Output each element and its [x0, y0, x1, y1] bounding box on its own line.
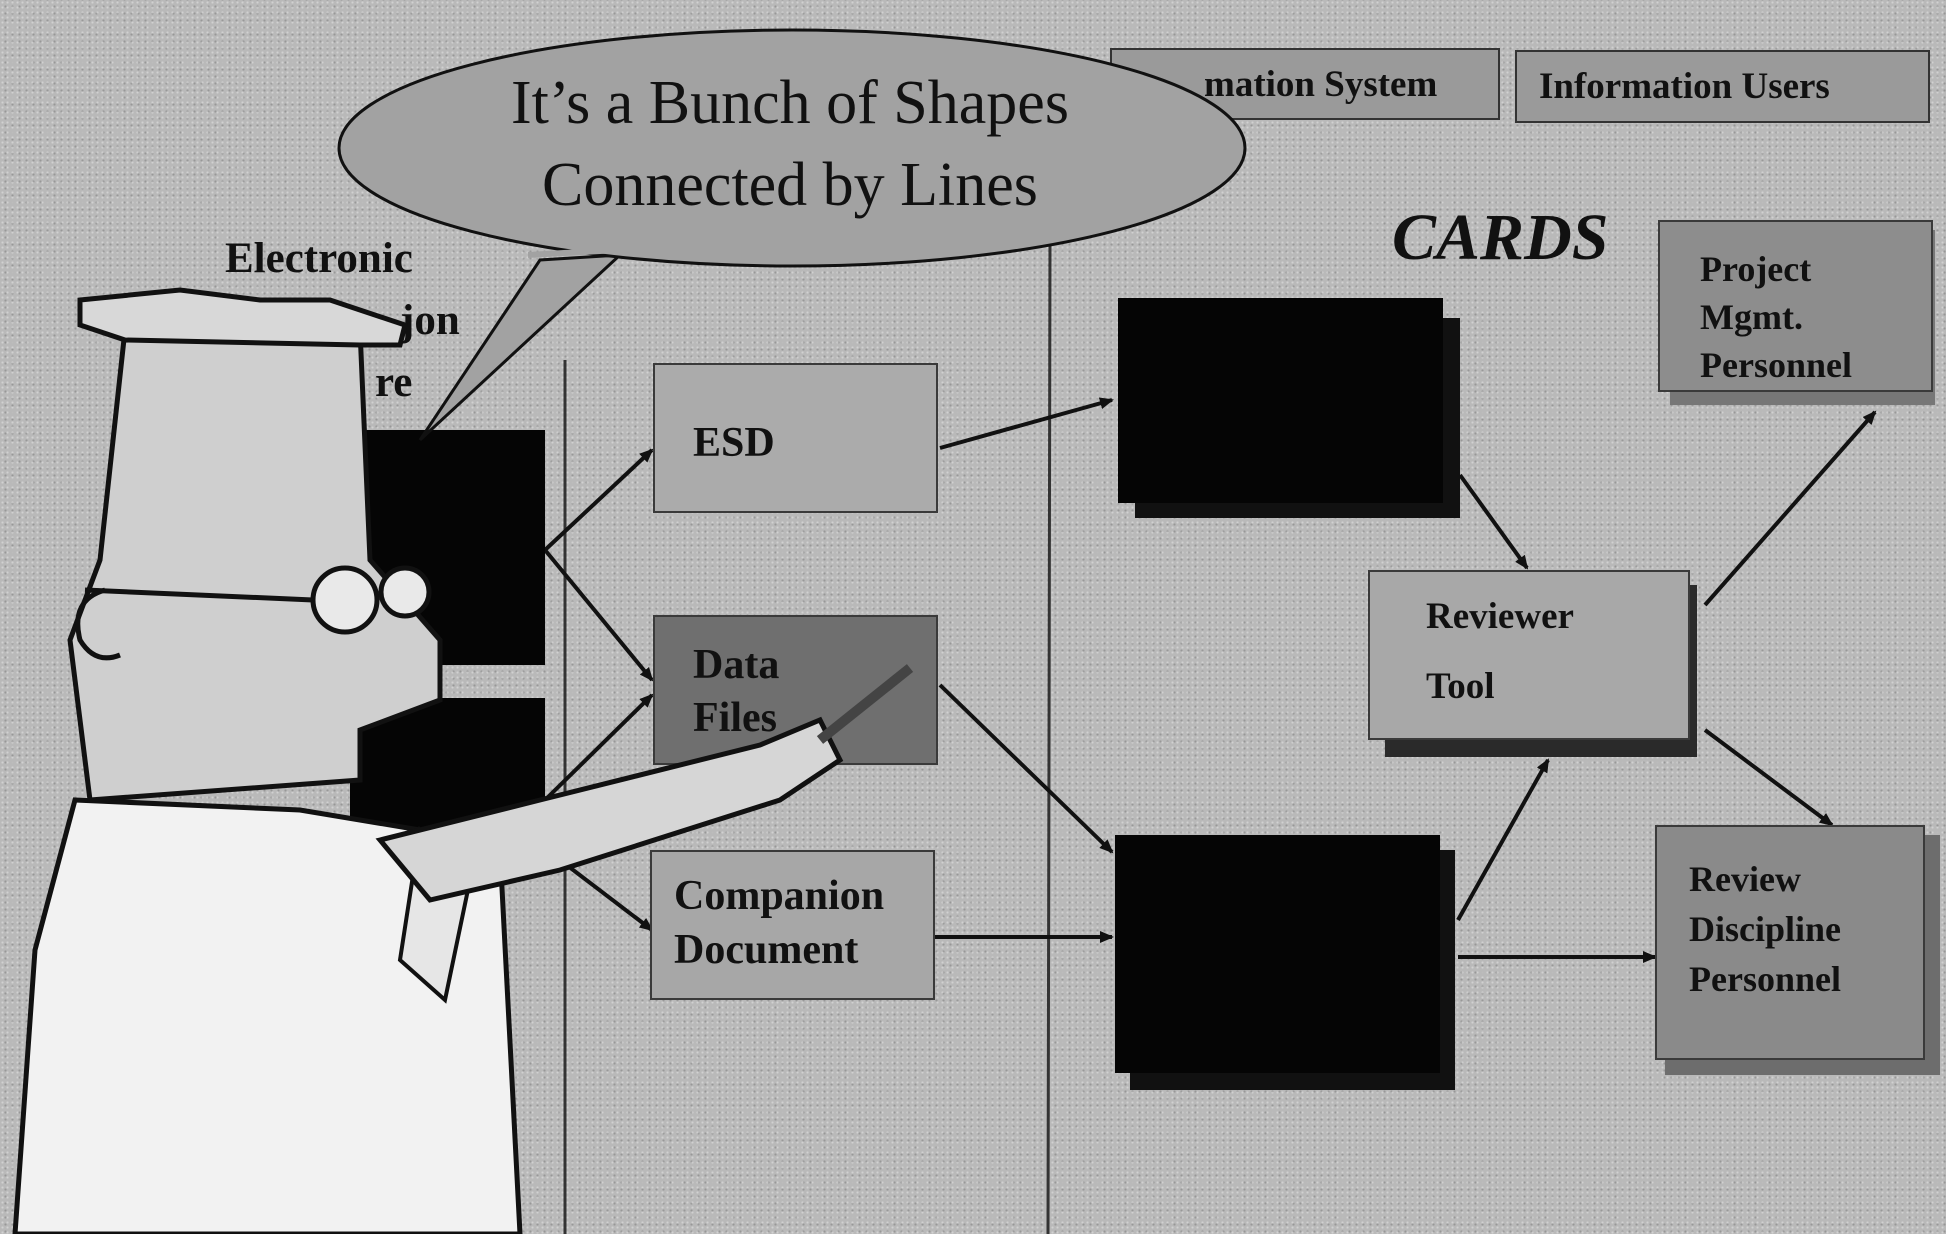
arrow-source2-to-companion: [558, 858, 654, 932]
arrow-source-to-esd: [543, 448, 654, 552]
character-pointer: [816, 664, 914, 744]
data-files-label-2: Files: [693, 695, 777, 741]
lower-black-box: [1115, 835, 1440, 1073]
arrow-lower-black-to-reviewer: [1456, 758, 1550, 921]
character-ear: [75, 587, 121, 661]
arrow-source-to-datafiles: [543, 548, 654, 682]
data-files-label-1: Data: [693, 642, 780, 688]
companion-label-2: Document: [674, 927, 859, 973]
character-hat: [77, 287, 408, 348]
speech-bubble: It’s a Bunch of Shapes Connected by Line…: [340, 62, 1240, 226]
project-label-3: Personnel: [1700, 345, 1852, 385]
speech-bubble-ellipse: [337, 28, 1247, 268]
character-arm: [375, 716, 844, 903]
left-column-title: Electronic jon re: [225, 228, 460, 414]
upper-black-box: [1118, 298, 1443, 503]
left-title-line2: jon: [400, 297, 460, 344]
reviewer-tool-box: Reviewer Tool: [1368, 570, 1690, 740]
header-tab-information-users-label: Information Users: [1539, 66, 1830, 107]
project-label-1: Project: [1700, 249, 1812, 289]
header-tab-information-system-label: mation System: [1204, 63, 1438, 105]
arrow-reviewer-to-project: [1703, 410, 1877, 607]
speech-bubble-line2: Connected by Lines: [542, 151, 1038, 219]
companion-document-box: Companion Document: [650, 850, 935, 1000]
review-label-1: Review: [1689, 859, 1801, 899]
companion-label-1: Companion: [674, 873, 885, 919]
project-label-2: Mgmt.: [1700, 297, 1803, 337]
review-discipline-personnel-box: Review Discipline Personnel: [1655, 825, 1925, 1060]
left-title-line1: Electronic: [225, 235, 413, 282]
speech-bubble-tail: [418, 253, 625, 442]
review-label-3: Personnel: [1689, 959, 1841, 999]
character-glasses-arm: [84, 587, 314, 603]
review-label-2: Discipline: [1689, 909, 1842, 949]
character-body: [12, 797, 523, 1234]
project-mgmt-personnel-box: Project Mgmt. Personnel: [1658, 220, 1933, 392]
esd-box: ESD: [653, 363, 938, 513]
arrow-source2-to-datafiles: [543, 693, 654, 802]
speech-bubble-line1: It’s a Bunch of Shapes: [511, 69, 1069, 137]
left-title-line3: re: [375, 359, 413, 406]
character-glasses-right: [378, 565, 432, 619]
arrow-upper-black-to-reviewer: [1458, 473, 1529, 570]
cards-title: CARDS: [1392, 201, 1609, 274]
reviewer-tool-label-1: Reviewer: [1426, 596, 1574, 637]
header-tab-information-users: Information Users: [1515, 50, 1930, 123]
reviewer-tool-label-2: Tool: [1426, 666, 1495, 707]
arrow-esd-to-upper-black: [939, 397, 1114, 450]
arrow-reviewer-to-review: [1703, 728, 1834, 827]
arrow-datafiles-to-lower-black: [938, 683, 1114, 854]
lane-divider-right: [1046, 239, 1052, 1234]
esd-label: ESD: [693, 420, 775, 466]
